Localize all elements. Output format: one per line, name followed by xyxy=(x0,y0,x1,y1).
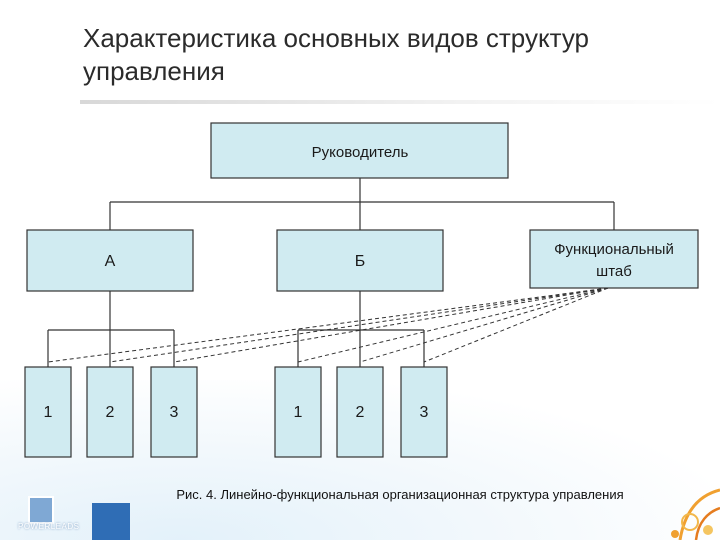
head-label: Руководитель xyxy=(312,144,409,161)
unit-a3-box: 3 xyxy=(150,366,198,458)
unit-b2-label: 2 xyxy=(356,404,365,421)
blue-square-decoration xyxy=(92,503,130,540)
manager-a-label: А xyxy=(105,253,116,270)
functional-links xyxy=(47,287,609,363)
unit-a2-box: 2 xyxy=(86,366,134,458)
unit-b1-box: 1 xyxy=(274,366,322,458)
slide-title: Характеристика основных видов структур у… xyxy=(83,23,589,86)
powerleads-logo: POWERLEADS xyxy=(10,496,80,536)
head-box: Руководитель xyxy=(210,122,509,179)
unit-a1-label: 1 xyxy=(44,404,53,421)
unit-b3-box: 3 xyxy=(400,366,448,458)
figure-caption: Рис. 4. Линейно-функциональная организац… xyxy=(176,487,624,502)
unit-b1-label: 1 xyxy=(294,404,303,421)
unit-a1-box: 1 xyxy=(24,366,72,458)
title-divider xyxy=(80,100,720,104)
unit-b2-box: 2 xyxy=(336,366,384,458)
functional-staff-box: Функциональный штаб xyxy=(529,229,699,289)
unit-a2-label: 2 xyxy=(106,404,115,421)
manager-b-label: Б xyxy=(355,253,366,270)
staff-label-line2: штаб xyxy=(596,263,632,280)
unit-b3-label: 3 xyxy=(420,404,429,421)
solid-connectors xyxy=(47,178,615,367)
manager-a-box: А xyxy=(26,229,194,292)
manager-b-box: Б xyxy=(276,229,444,292)
staff-label-line1: Функциональный xyxy=(554,241,674,258)
logo-text: POWERLEADS xyxy=(18,522,80,531)
logo-mark-icon xyxy=(28,496,54,524)
unit-a3-label: 3 xyxy=(170,404,179,421)
swirl-decoration-icon xyxy=(671,488,720,540)
